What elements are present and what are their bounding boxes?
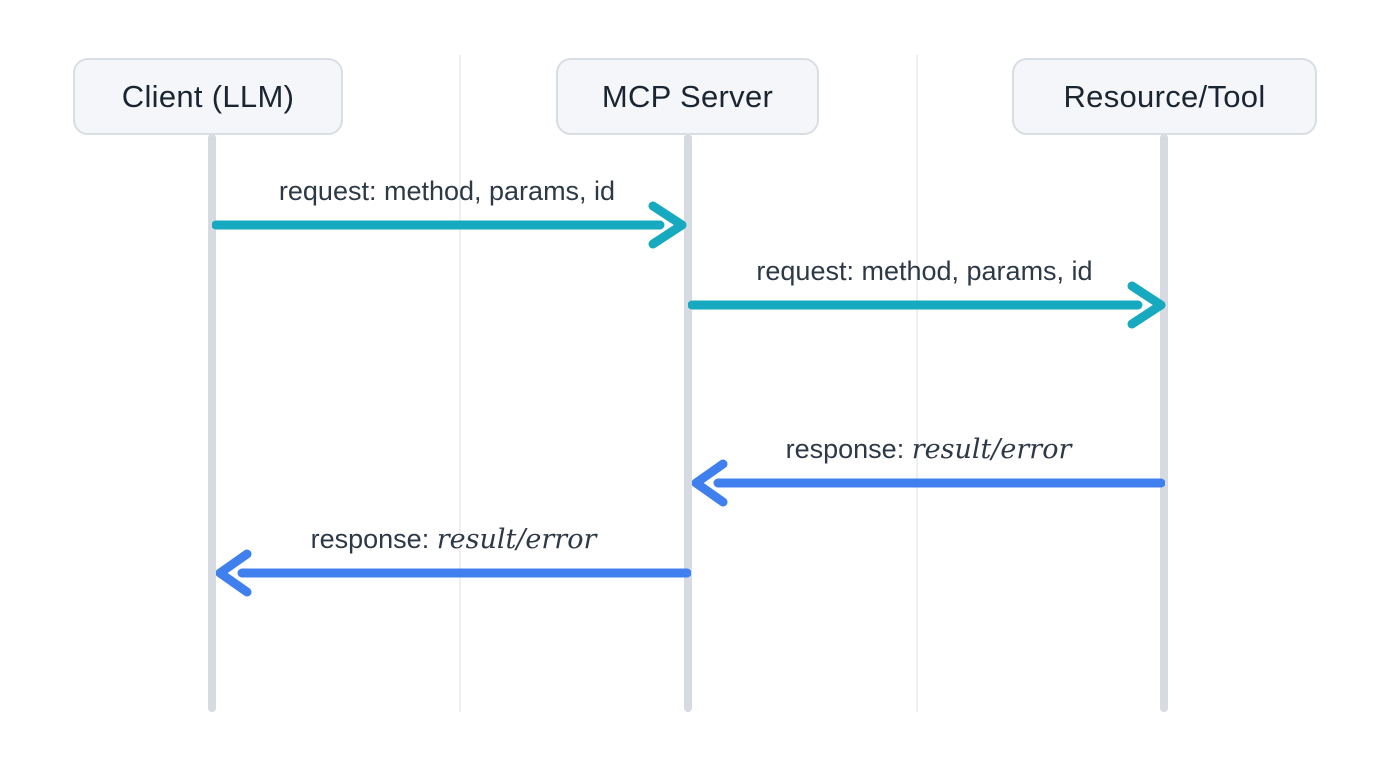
arrowhead-left-icon — [216, 549, 252, 597]
message-text: response: — [785, 434, 912, 464]
column-hairline — [459, 55, 461, 712]
message-text: response: — [310, 524, 437, 554]
arrow-response-mcp-to-client — [216, 549, 691, 597]
message-emphasis: result/error — [911, 434, 1072, 465]
actor-box-mcp-server: MCP Server — [556, 58, 819, 135]
arrowhead-left-icon — [692, 459, 728, 507]
lifeline-mcp-server — [684, 134, 692, 712]
message-text: request: method, params, id — [278, 176, 616, 206]
column-hairline — [916, 55, 918, 712]
arrowhead-right-icon — [1127, 281, 1166, 329]
arrow-response-resource-to-mcp — [692, 459, 1165, 507]
actor-box-resource-tool: Resource/Tool — [1012, 58, 1317, 135]
arrowhead-right-icon — [648, 201, 687, 249]
actor-box-client: Client (LLM) — [73, 58, 343, 135]
lifeline-resource-tool — [1160, 134, 1168, 712]
message-emphasis: result/error — [436, 524, 597, 555]
actor-label-resource-tool: Resource/Tool — [1063, 78, 1266, 114]
actor-label-client: Client (LLM) — [121, 78, 295, 114]
lifeline-client — [208, 134, 216, 712]
arrow-request-mcp-to-resource — [688, 281, 1166, 329]
message-label-response-2: response: result/error — [216, 524, 691, 558]
actor-label-mcp-server: MCP Server — [601, 78, 774, 114]
message-label-request-2: request: method, params, id — [688, 256, 1161, 290]
message-label-response-1: response: result/error — [692, 434, 1165, 468]
arrow-request-client-to-mcp — [212, 201, 687, 249]
message-text: request: method, params, id — [756, 256, 1093, 286]
message-label-request-1: request: method, params, id — [212, 176, 682, 210]
